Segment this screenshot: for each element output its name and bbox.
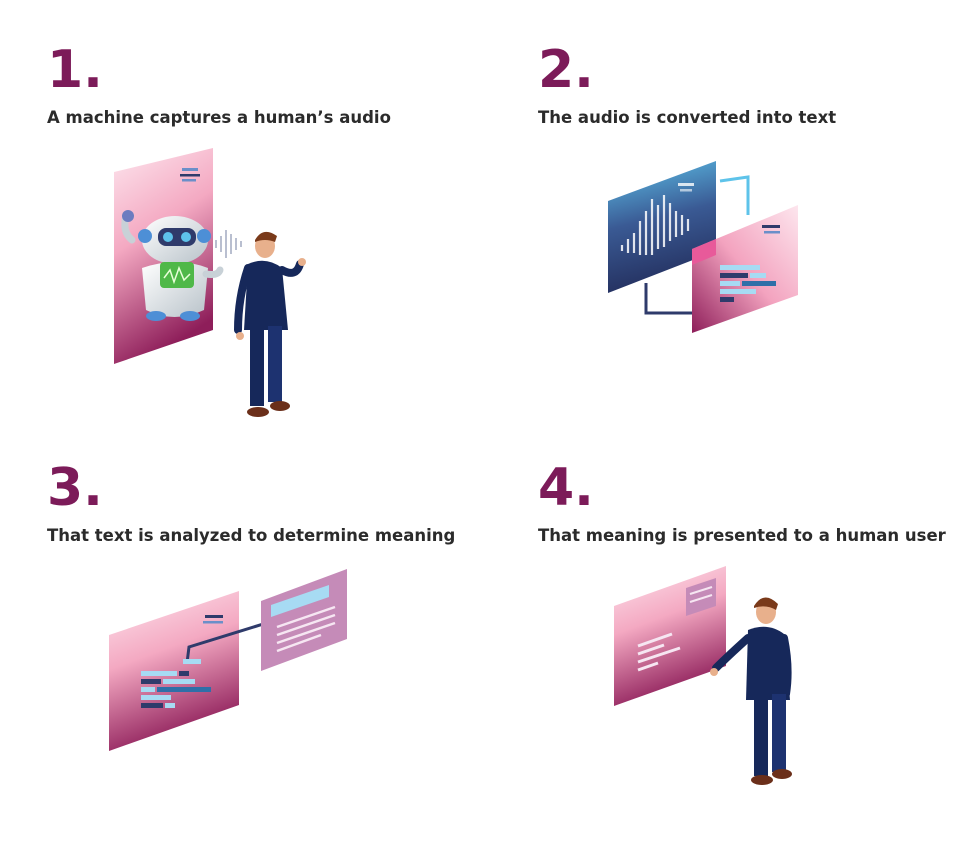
robot-listening-illustration [114,148,306,417]
step-4: 4. That meaning is presented to a human … [538,462,958,862]
waveform-icon [620,195,690,255]
step-caption: The audio is converted into text [538,108,837,127]
man-figure [710,597,792,785]
text-lines [141,659,211,708]
text-analysis-illustration [109,569,347,751]
text-lines [637,632,681,672]
step-caption: That meaning is presented to a human use… [538,526,946,545]
analysis-connector [185,619,274,664]
step-1: 1. A machine captures a human’s audio [47,44,487,444]
step-number: 4. [538,458,594,518]
text-lines [720,225,780,302]
man-figure [234,231,306,417]
panel-ui-lines [180,168,200,182]
step-number: 2. [538,40,594,100]
meaning-panel [261,569,347,671]
robot-icon [121,210,224,321]
step-2: 2. The audio is converted into text [538,44,958,444]
waveform-screen [608,161,716,293]
user-viewing-meaning-illustration [614,566,792,785]
audio-to-text-illustration [608,161,798,333]
step-number: 1. [47,40,103,100]
step-caption: That text is analyzed to determine meani… [47,526,456,545]
step-number: 3. [47,458,103,518]
step-3: 3. That text is analyzed to determine me… [47,462,487,862]
sound-wave-icon [215,230,242,258]
step-caption: A machine captures a human’s audio [47,108,391,127]
